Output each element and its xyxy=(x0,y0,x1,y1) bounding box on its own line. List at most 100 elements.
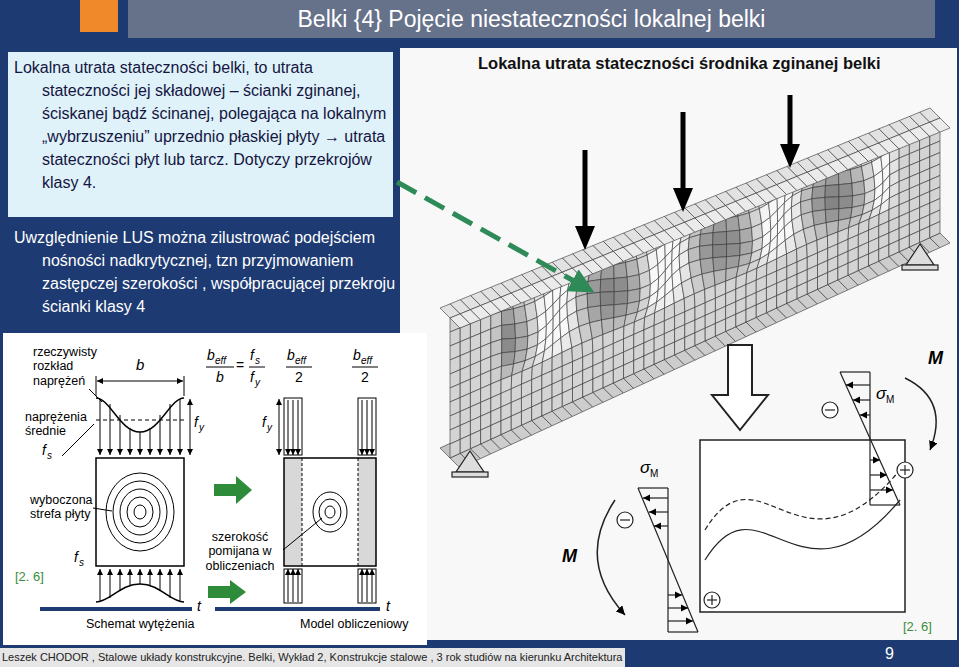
web-panel-diagram xyxy=(700,440,905,612)
web-panel-diagram xyxy=(825,409,835,410)
beam-mesh-cell xyxy=(920,226,930,242)
beam-mesh-cell xyxy=(587,279,600,293)
stress-subscript: s xyxy=(79,557,84,569)
thickness-label: t xyxy=(386,598,390,614)
definition-text: Lokalna utrata stateczności belki, to ut… xyxy=(42,56,387,194)
web-panel-diagram xyxy=(705,500,900,560)
stress-subscript: s xyxy=(47,450,52,462)
beam-mesh-cell xyxy=(614,262,627,278)
formula-subscript: y xyxy=(255,377,260,389)
stress-scheme xyxy=(93,508,112,511)
web-panel-diagram xyxy=(597,372,936,632)
stress-scheme xyxy=(180,569,181,601)
formula-symbol: 2 xyxy=(295,369,303,385)
beam-mesh-cell xyxy=(593,374,603,392)
beam-mesh-cell xyxy=(726,314,736,331)
scheme-caption: Model obliczeniowy xyxy=(300,617,408,631)
stress-scheme xyxy=(120,415,121,455)
beam-mesh-cell xyxy=(562,388,572,406)
beam-mesh-cell xyxy=(705,323,715,340)
calculation-model xyxy=(279,399,280,455)
beam-mesh-cell xyxy=(727,243,741,256)
web-panel-diagram xyxy=(668,631,698,632)
title-bar xyxy=(128,0,935,38)
stress-subscript: M xyxy=(886,394,894,406)
annotation: wyboczona strefa płyty xyxy=(30,493,94,522)
stress-scheme xyxy=(130,569,131,586)
beam-mesh-cell xyxy=(600,278,614,292)
stress-scheme xyxy=(160,569,161,591)
beam-mesh-cell xyxy=(838,263,848,280)
transition-arrow xyxy=(208,580,246,604)
formula-subscript: eff xyxy=(215,355,226,367)
stress-symbol: σ xyxy=(640,458,650,478)
stress-subscript: y xyxy=(199,422,204,434)
beam-mesh-cell xyxy=(587,292,600,307)
beam-mesh-cell xyxy=(889,240,899,256)
beam-mesh-cell xyxy=(797,282,807,299)
stress-symbol: f xyxy=(74,549,78,565)
formula-symbol: 2 xyxy=(361,369,369,385)
formula-symbol: b xyxy=(287,347,295,363)
beam-mesh-cell xyxy=(715,319,725,336)
stress-scheme xyxy=(120,489,160,535)
beam-mesh-cell xyxy=(552,393,562,411)
web-panel-diagram xyxy=(668,620,693,621)
calculation-model xyxy=(358,569,376,603)
calculation-model xyxy=(284,569,302,603)
beam-mesh-cell xyxy=(825,185,839,198)
calculation-model xyxy=(215,607,380,611)
web-panel-diagram xyxy=(870,459,880,460)
beam-mesh-cell xyxy=(614,277,628,292)
stress-scheme xyxy=(106,473,174,551)
stress-scheme xyxy=(190,399,191,455)
calculation-model xyxy=(249,367,265,368)
beam-mesh-cell xyxy=(634,356,644,374)
scheme-caption: Schemat wytężenia xyxy=(86,617,194,631)
stress-symbol: f xyxy=(194,414,198,430)
stress-scheme xyxy=(96,584,184,602)
beam-mesh-cell xyxy=(624,361,634,379)
stress-scheme xyxy=(100,399,101,455)
hollow-arrow xyxy=(712,345,768,430)
accent-square xyxy=(80,0,118,32)
web-panel-diagram xyxy=(853,399,870,400)
beam-mesh-cell xyxy=(777,291,787,308)
transition-arrow xyxy=(214,476,252,504)
calculation-model xyxy=(358,398,376,455)
stress-symbol: f xyxy=(262,414,266,430)
support-symbol xyxy=(452,472,488,477)
panel-heading: Lokalna utrata stateczności środnika zgi… xyxy=(400,48,957,73)
beam-mesh-cell xyxy=(812,186,826,199)
support-symbol xyxy=(906,244,934,265)
slide-title: Belki {4} Pojęcie niestateczności lokaln… xyxy=(128,0,935,38)
web-panel-diagram xyxy=(704,592,720,608)
beam-mesh-cell xyxy=(825,197,839,210)
calculation-model xyxy=(298,569,299,602)
beam-mesh-cell xyxy=(756,300,766,317)
calculation-model xyxy=(372,400,373,455)
source-reference: [2. 6] xyxy=(15,570,44,585)
source-reference: [2. 6] xyxy=(903,620,932,635)
stress-scheme xyxy=(96,458,184,566)
web-panel-diagram xyxy=(822,402,838,418)
annotation: naprężenia średnie xyxy=(25,410,97,439)
stress-symbol: σ xyxy=(876,384,886,404)
stress-scheme xyxy=(130,428,131,455)
web-panel-diagram xyxy=(705,470,900,530)
beam-mesh-cell xyxy=(828,268,838,285)
calculation-model xyxy=(284,398,302,455)
stress-scheme xyxy=(140,569,141,584)
beam-mesh-cell xyxy=(766,296,776,313)
calculation-model xyxy=(298,400,299,455)
beam-mesh-cell xyxy=(930,222,940,238)
formula-symbol: f xyxy=(250,369,254,385)
beam-mesh-cell xyxy=(746,305,756,322)
beam-mesh-cell xyxy=(460,435,470,454)
stress-scheme xyxy=(150,428,151,455)
web-panel-diagram xyxy=(654,525,668,526)
annotation: szerokość pomijana w obliczeniach xyxy=(200,530,280,573)
calculation-model xyxy=(206,367,380,611)
beam-mesh-cell xyxy=(601,305,615,320)
beam-mesh-cell xyxy=(726,230,740,244)
